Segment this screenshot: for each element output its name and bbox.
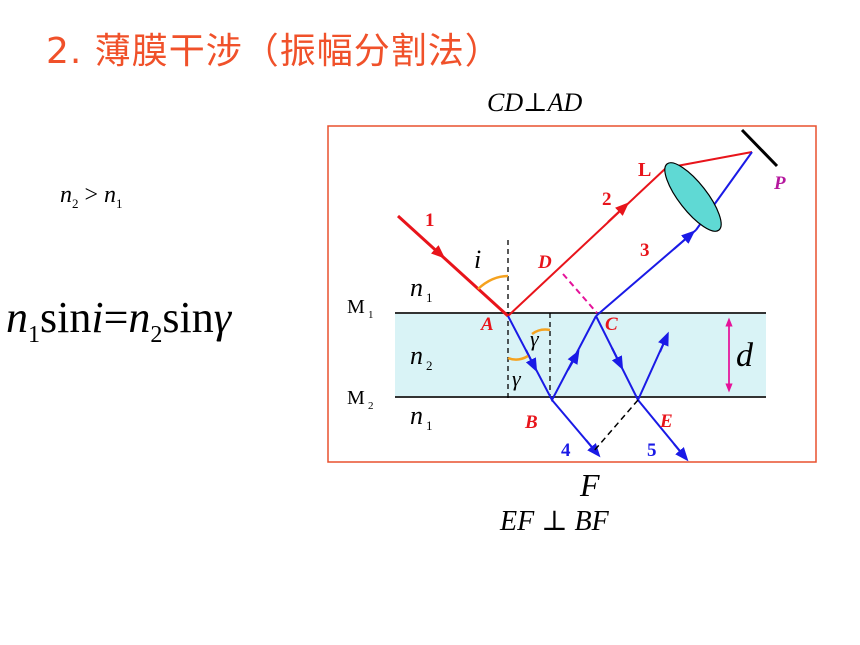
svg-text:2: 2 <box>426 358 433 373</box>
refraction-angle-arc-2 <box>531 328 551 336</box>
thin-film <box>395 313 766 397</box>
svg-text:2: 2 <box>368 400 374 412</box>
perpendicular-condition-ef-bf: EF ⊥ BF <box>500 506 609 537</box>
point-label-b: B <box>524 412 538 433</box>
ray-2-to-p <box>665 151 753 169</box>
ray-label-1: 1 <box>425 210 435 231</box>
angle-label-gamma-1: γ <box>530 326 540 351</box>
svg-text:1: 1 <box>426 290 433 305</box>
angle-label-gamma-2: γ <box>512 366 522 391</box>
incidence-angle-arc <box>477 274 509 290</box>
svg-text:1: 1 <box>426 418 433 433</box>
line-cd <box>562 273 598 314</box>
point-label-l: L <box>638 159 651 181</box>
point-label-a: A <box>480 314 494 335</box>
incident-ray-1 <box>396 214 510 318</box>
point-label-d: D <box>537 252 552 273</box>
refractive-index-inequality: n2 > n1 <box>60 182 123 211</box>
page-title: 2. 薄膜干涉（振幅分割法） <box>46 31 502 72</box>
thickness-label-d: d <box>736 337 754 374</box>
refraction-angle-arc <box>507 354 529 361</box>
svg-text:1: 1 <box>368 309 374 321</box>
angle-label-i: i <box>474 245 481 274</box>
screen-p <box>740 128 779 168</box>
medium-label-top: n <box>410 273 423 302</box>
surface-label-m1: M <box>347 296 365 318</box>
point-label-e: E <box>659 411 673 432</box>
point-label-c: C <box>605 314 618 335</box>
ray-label-2: 2 <box>602 189 612 210</box>
snell-law-equation: n1sini=n2sinγ <box>6 293 232 348</box>
surface-label-m2: M <box>347 387 365 409</box>
ray-label-3: 3 <box>640 240 650 261</box>
medium-label-bottom: n <box>410 401 423 430</box>
line-ef <box>592 399 639 453</box>
ray-label-5: 5 <box>647 440 657 461</box>
reflected-ray-2 <box>507 167 667 317</box>
ray-label-4: 4 <box>561 440 571 461</box>
diagram-frame <box>327 125 817 463</box>
medium-label-film: n <box>410 341 423 370</box>
point-label-f: F <box>579 467 600 503</box>
point-label-p: P <box>773 173 786 194</box>
perpendicular-condition-cd-ad: CD⊥AD <box>487 88 583 117</box>
lens-l <box>664 162 722 232</box>
